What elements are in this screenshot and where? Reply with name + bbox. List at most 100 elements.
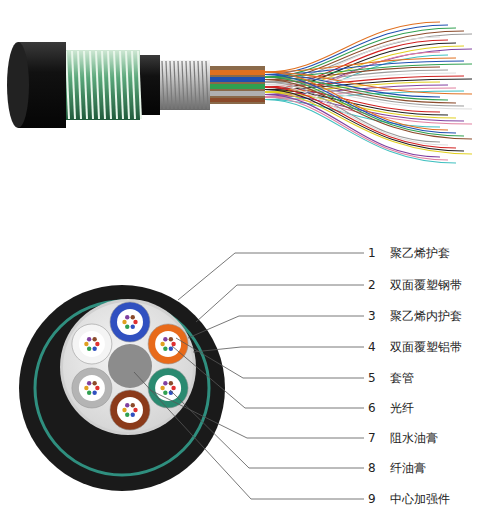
part-name: 套管 — [390, 371, 414, 385]
aluminum-ridge — [190, 61, 192, 109]
aluminum-ridge — [198, 61, 200, 109]
tube-wall — [110, 390, 150, 430]
steel-ridge — [78, 51, 81, 119]
fiber — [95, 342, 99, 346]
loose-tube — [72, 324, 112, 364]
fiber — [95, 386, 99, 390]
aluminum-ridge — [186, 61, 188, 109]
outer-jacket-ring — [19, 285, 225, 491]
fiber-gel — [117, 397, 143, 423]
tube-wall — [72, 324, 112, 364]
fiber — [171, 386, 175, 390]
callout-number: 4 — [368, 340, 376, 354]
cable-photo — [7, 22, 472, 163]
fiber — [265, 97, 448, 160]
fiber — [169, 381, 173, 385]
loose-tube — [205, 84, 265, 89]
fiber — [265, 100, 456, 164]
fiber — [163, 347, 167, 351]
loose-tube — [205, 70, 265, 75]
steel-ridge — [108, 51, 111, 119]
water-blocking-gel — [63, 302, 193, 432]
part-name: 聚乙烯护套 — [390, 246, 450, 260]
fiber — [87, 381, 91, 385]
leader-line — [178, 253, 364, 300]
aluminum-ridge — [170, 61, 172, 109]
callout-number: 5 — [368, 371, 376, 385]
loose-tube — [110, 302, 150, 342]
fiber-gel — [117, 309, 143, 335]
callout-number: 9 — [368, 492, 376, 506]
leader-line — [196, 285, 364, 322]
fiber — [265, 92, 472, 154]
fiber — [131, 413, 135, 417]
steel-ridge — [132, 51, 135, 119]
part-name: 中心加强件 — [390, 492, 450, 506]
fiber — [87, 391, 91, 395]
steel-ridge — [72, 51, 75, 119]
part-name: 双面覆塑铝带 — [390, 340, 462, 354]
steel-ridge — [114, 51, 117, 119]
loose-tube — [72, 368, 112, 408]
leader-lines — [134, 253, 364, 499]
fiber — [125, 315, 129, 319]
fiber-fan — [265, 22, 472, 163]
fiber — [92, 347, 96, 351]
callout-number: 6 — [368, 401, 376, 415]
steel-ridge — [120, 51, 123, 119]
tube-wall — [148, 324, 188, 364]
aluminum-ridge — [206, 61, 208, 109]
steel-ridge — [126, 51, 129, 119]
aluminum-tape — [155, 60, 210, 110]
part-name: 阻水油膏 — [390, 431, 438, 445]
steel-tape — [62, 50, 140, 120]
central-strength-member — [108, 344, 152, 388]
tube-wall — [110, 302, 150, 342]
fiber — [92, 381, 96, 385]
fiber — [163, 337, 167, 341]
fiber — [122, 320, 126, 324]
fiber — [265, 95, 440, 158]
loose-tubes — [205, 66, 265, 104]
callout-number: 8 — [368, 461, 376, 475]
fiber — [125, 325, 129, 329]
fiber — [122, 408, 126, 412]
steel-ridge — [84, 51, 87, 119]
aluminum-ridge — [166, 61, 168, 109]
fiber — [131, 403, 135, 407]
fiber — [92, 337, 96, 341]
fiber — [163, 381, 167, 385]
fiber — [131, 315, 135, 319]
loose-tube — [205, 77, 265, 82]
callout-number: 7 — [368, 431, 376, 445]
aluminum-tape-ring — [60, 299, 196, 435]
fiber-gel — [155, 331, 181, 357]
fiber — [171, 342, 175, 346]
fiber — [169, 337, 173, 341]
fiber — [125, 413, 129, 417]
callout-number: 1 — [368, 246, 376, 260]
fiber — [133, 408, 137, 412]
tube-wall — [72, 368, 112, 408]
fiber — [163, 391, 167, 395]
fiber — [160, 386, 164, 390]
loose-tube — [205, 98, 265, 102]
leader-line — [170, 390, 364, 468]
leader-line — [176, 338, 364, 378]
loose-tube — [148, 324, 188, 364]
loose-tube — [110, 390, 150, 430]
part-name: 光纤 — [390, 401, 414, 415]
fiber — [125, 403, 129, 407]
aluminum-ridge — [182, 61, 184, 109]
callout-number: 2 — [368, 278, 376, 292]
steel-ridge — [138, 51, 141, 119]
fiber — [131, 325, 135, 329]
steel-ridge — [66, 51, 69, 119]
fiber — [87, 347, 91, 351]
aluminum-corrugation — [158, 61, 208, 109]
callout-number: 3 — [368, 309, 376, 323]
fiber — [160, 342, 164, 346]
cable-cross-section — [19, 285, 225, 491]
fiber — [84, 386, 88, 390]
part-name: 纤油膏 — [390, 461, 426, 475]
